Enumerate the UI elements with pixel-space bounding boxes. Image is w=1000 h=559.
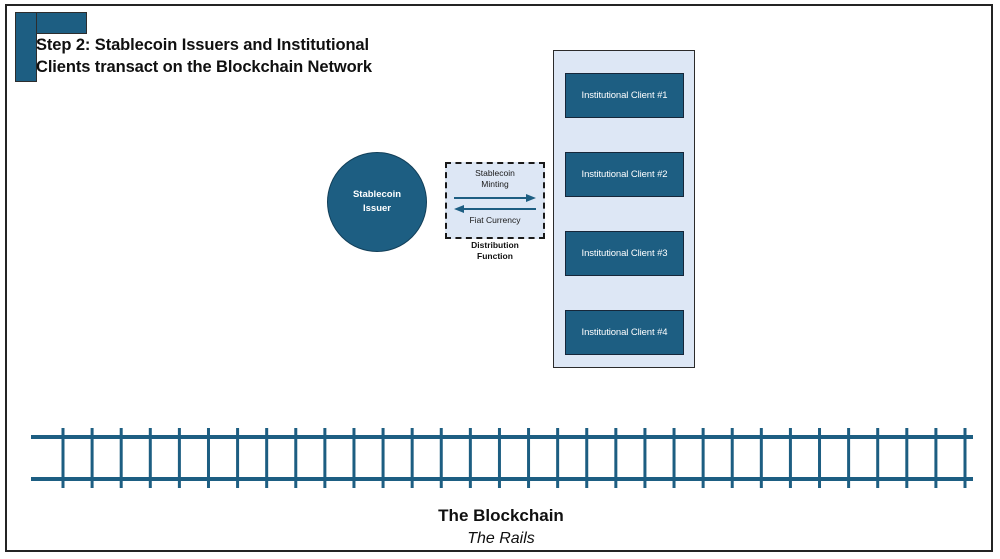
diagram-canvas: Step 2: Stablecoin Issuers and Instituti… (5, 4, 993, 552)
fiat-currency-label: Fiat Currency (469, 214, 521, 225)
page-title-line-1: Step 2: Stablecoin Issuers and Instituti… (36, 36, 369, 54)
institutional-client-label-4: Institutional Client #4 (581, 327, 668, 338)
stablecoin-issuer-node: Stablecoin Issuer (327, 152, 427, 252)
stablecoin-issuer-label-line-2: Issuer (363, 203, 391, 214)
stablecoin-minting-label-line-2: Minting (481, 179, 509, 190)
bracket-vertical-bar (15, 12, 37, 82)
page-title-line-2: Clients transact on the Blockchain Netwo… (36, 57, 372, 76)
page-title: Step 2: Stablecoin Issuers and Instituti… (36, 35, 556, 79)
corner-bracket-decoration (15, 12, 87, 82)
distribution-function-caption: Distribution Function (445, 240, 545, 263)
blockchain-rail-track (7, 406, 991, 506)
institutional-client-label-3: Institutional Client #3 (581, 248, 668, 259)
institutional-client-label-2: Institutional Client #2 (581, 169, 668, 180)
rail-track-icon (31, 428, 973, 488)
stablecoin-issuer-label-line-1: Stablecoin (352, 189, 402, 201)
distribution-function-box: Stablecoin Minting Fiat Currency (445, 162, 545, 239)
institutional-client-box-1: Institutional Client #1 (565, 73, 684, 118)
stablecoin-minting-label-line-1: Stablecoin (475, 168, 515, 178)
distribution-function-caption-line-1: Distribution (471, 240, 519, 250)
institutional-client-box-2: Institutional Client #2 (565, 152, 684, 197)
stablecoin-minting-label: Stablecoin Minting (475, 168, 515, 191)
institutional-clients-panel: Institutional Client #1 Institutional Cl… (553, 50, 695, 368)
institutional-client-box-3: Institutional Client #3 (565, 231, 684, 276)
bidirectional-arrow-icon (454, 193, 536, 213)
flow-arrows (452, 193, 538, 215)
distribution-function-caption-line-2: Function (477, 251, 513, 262)
blockchain-caption: The Blockchain (438, 506, 564, 525)
rails-caption: The Rails (467, 530, 535, 547)
institutional-client-label-1: Institutional Client #1 (581, 90, 668, 101)
institutional-client-box-4: Institutional Client #4 (565, 310, 684, 355)
